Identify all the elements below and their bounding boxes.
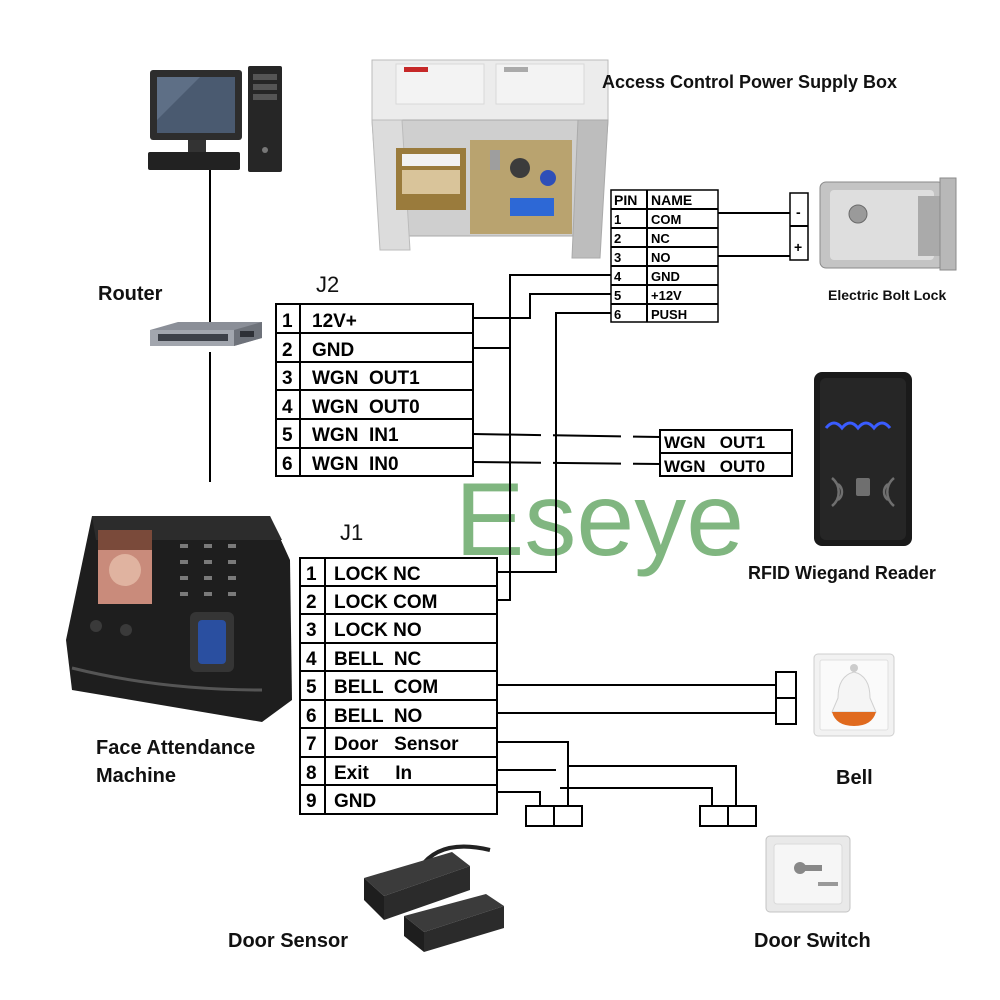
power-name-5: +12V [651, 288, 682, 303]
power-name-3: NO [651, 250, 671, 265]
j1-pin-9-num: 9 [306, 791, 317, 812]
j2-label: J2 [316, 272, 339, 297]
j2-pin-3-num: 3 [282, 368, 293, 389]
j1-pin-3-num: 3 [306, 620, 317, 641]
rfid-reader-label: RFID Wiegand Reader [748, 563, 936, 583]
j2-pin-2-num: 2 [282, 340, 293, 361]
j2-pin-1-name: 12V+ [312, 311, 357, 332]
electric-bolt-lock-image: - + [789, 177, 957, 271]
power-header-pin: PIN [614, 192, 637, 208]
router-label: Router [98, 283, 163, 305]
door-switch-terminal-block [699, 805, 757, 827]
rfid-reader-image [814, 372, 912, 546]
door-switch-label: Door Switch [754, 930, 871, 952]
power-pin-6: 6 [614, 307, 621, 322]
j1-connector-table: 1 LOCK NC 2 LOCK COM 3 LOCK NO 4 BELL NC… [299, 557, 498, 815]
j1-pin-3-name: LOCK NO [334, 620, 422, 641]
j2-pin-4-num: 4 [282, 397, 293, 418]
j1-pin-5-name: BELL COM [334, 677, 438, 698]
wiring-lines [472, 212, 790, 806]
power-header-name: NAME [651, 192, 692, 208]
door-sensor-image [364, 844, 504, 952]
power-pin-4: 4 [614, 269, 622, 284]
face-machine-label-line1: Face Attendance [96, 737, 255, 759]
bell-label: Bell [836, 767, 873, 789]
j1-pin-2-name: LOCK COM [334, 592, 437, 613]
j1-pin-7-name: Door Sensor [334, 734, 459, 755]
door-sensor-label: Door Sensor [228, 930, 348, 952]
power-pin-3: 3 [614, 250, 621, 265]
j1-pin-6-num: 6 [306, 706, 317, 727]
face-attendance-machine-image [66, 516, 292, 722]
j2-pin-5-name: WGN IN1 [312, 425, 399, 446]
bell-terminal-block [775, 671, 797, 725]
j1-pin-7-num: 7 [306, 734, 317, 755]
power-pin-5: 5 [614, 288, 621, 303]
j1-pin-5-num: 5 [306, 677, 317, 698]
j1-pin-6-name: BELL NO [334, 706, 422, 727]
power-name-6: PUSH [651, 307, 687, 322]
lock-terminal-plus: + [794, 239, 802, 255]
wiegand-out0: WGN OUT0 [664, 457, 765, 476]
j1-pin-8-name: Exit In [334, 763, 412, 784]
j1-pin-1-num: 1 [306, 564, 317, 585]
j2-pin-4-name: WGN OUT0 [312, 397, 420, 418]
power-pin-2: 2 [614, 231, 621, 246]
wiegand-output-table: WGN OUT1 WGN OUT0 [659, 429, 793, 477]
j2-pin-3-name: WGN OUT1 [312, 368, 420, 389]
j1-pin-8-num: 8 [306, 763, 317, 784]
j1-label: J1 [340, 520, 363, 545]
bell-image [813, 653, 895, 737]
j2-pin-5-num: 5 [282, 425, 293, 446]
door-switch-image [765, 835, 851, 913]
face-machine-label-line2: Machine [96, 765, 176, 787]
door-sensor-terminal-block [525, 805, 583, 827]
j1-pin-4-num: 4 [306, 649, 317, 670]
power-name-4: GND [651, 269, 680, 284]
j1-pin-2-num: 2 [306, 592, 317, 613]
j2-pin-6-name: WGN IN0 [312, 454, 399, 475]
electric-bolt-lock-label: Electric Bolt Lock [828, 287, 946, 303]
j2-connector-table: 1 12V+ 2 GND 3 WGN OUT1 4 WGN OUT0 5 WGN… [275, 303, 474, 477]
power-name-2: NC [651, 231, 670, 246]
watermark: Eseye [455, 462, 744, 578]
router-icon [150, 322, 262, 346]
computer-icon [148, 66, 282, 172]
j1-pin-4-name: BELL NC [334, 649, 422, 670]
lock-terminal-minus: - [796, 204, 801, 220]
power-supply-label: Access Control Power Supply Box [602, 72, 897, 92]
j1-pin-9-name: GND [334, 791, 376, 812]
power-supply-box-image [371, 59, 609, 259]
j2-pin-6-num: 6 [282, 454, 293, 475]
j1-pin-1-name: LOCK NC [334, 564, 421, 585]
power-pin-table: PIN NAME 1 COM 2 NC 3 NO 4 GND 5 +12V 6 … [610, 189, 719, 323]
power-pin-1: 1 [614, 212, 621, 227]
j2-pin-1-num: 1 [282, 311, 293, 332]
wiegand-out1: WGN OUT1 [664, 433, 765, 452]
j2-pin-2-name: GND [312, 340, 354, 361]
power-name-1: COM [651, 212, 681, 227]
